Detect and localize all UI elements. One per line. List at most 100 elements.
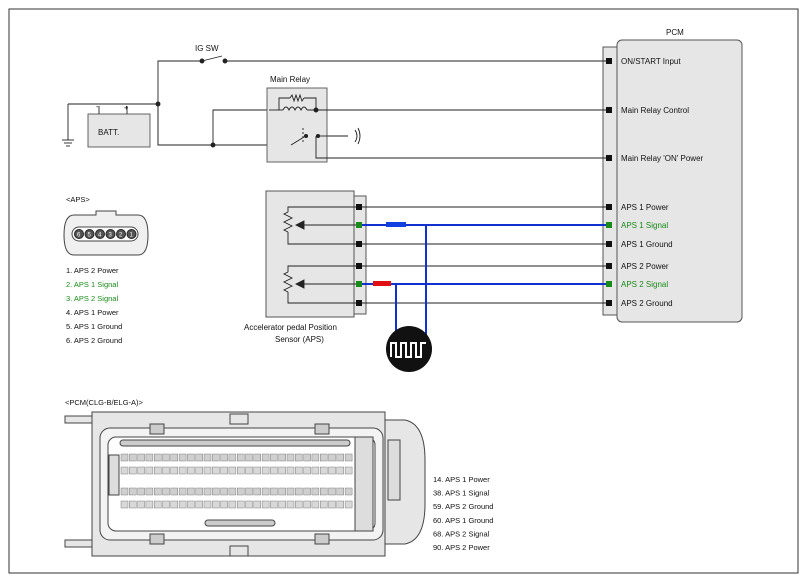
aps2-signal-marker bbox=[373, 281, 391, 286]
pcm-connector-pin bbox=[344, 453, 353, 462]
aps-connector-pin bbox=[74, 229, 84, 239]
pcm-connector-pin bbox=[145, 500, 154, 509]
pcm-connector-pin bbox=[187, 487, 195, 496]
pcm-connector-pin bbox=[328, 466, 336, 475]
pcm-pin-terminal bbox=[606, 107, 612, 113]
pcm-pin-terminal bbox=[606, 222, 612, 228]
pcm-connector-pin bbox=[336, 466, 344, 475]
battery-minus: - bbox=[96, 102, 99, 111]
pcm-box bbox=[616, 39, 743, 323]
aps-legend-item: 1. APS 2 Power bbox=[66, 266, 119, 275]
pcm-legend-item: 14. APS 1 Power bbox=[433, 475, 490, 484]
pcm-connector-pin bbox=[261, 487, 270, 496]
pcm-connector-title: <PCM(CLG-B/ELG-A)> bbox=[65, 398, 144, 407]
pcm-connector-pin bbox=[328, 500, 336, 509]
pcm-connector-pin bbox=[286, 466, 295, 475]
pcm-pin-label: APS 2 Ground bbox=[621, 299, 673, 308]
pcm-connector-pin bbox=[228, 453, 237, 462]
pcm-connector-pin bbox=[162, 466, 170, 475]
pcm-connector-pin bbox=[137, 453, 145, 462]
pcm-connector-pin bbox=[170, 466, 179, 475]
pcm-connector-pin bbox=[212, 487, 220, 496]
pcm-pin-terminal bbox=[606, 155, 612, 161]
pcm-connector-pin bbox=[270, 500, 278, 509]
pcm-connector-pin bbox=[212, 466, 220, 475]
pcm-legend-item: 59. APS 2 Ground bbox=[433, 502, 493, 511]
pcm-connector-pin bbox=[236, 466, 245, 475]
pcm-connector-pin bbox=[129, 500, 137, 509]
pcm-connector-pin bbox=[286, 487, 295, 496]
pcm-legend-item: 68. APS 2 Signal bbox=[433, 529, 490, 538]
aps-legend-item: 5. APS 1 Ground bbox=[66, 322, 122, 331]
pcm-pin-terminal bbox=[606, 204, 612, 210]
aps-connector-pin-number: 4 bbox=[98, 233, 102, 239]
pcm-connector-pin bbox=[153, 466, 162, 475]
aps-legend-item: 6. APS 2 Ground bbox=[66, 336, 122, 345]
pcm-connector-pin bbox=[253, 453, 262, 462]
aps-pin-terminal bbox=[356, 300, 362, 306]
pcm-legend-item: 38. APS 1 Signal bbox=[433, 489, 490, 498]
pcm-connector-pin bbox=[261, 453, 270, 462]
battery-plus: + bbox=[124, 103, 129, 112]
pcm-connector-pin bbox=[120, 466, 129, 475]
pcm-connector-pin bbox=[129, 453, 137, 462]
pcm-connector-pin bbox=[220, 453, 228, 462]
pcm-connector-pin bbox=[245, 500, 253, 509]
pcm-connector-pin bbox=[295, 487, 303, 496]
pcm-connector-pin bbox=[270, 453, 278, 462]
pcm-connector-pin bbox=[311, 453, 320, 462]
aps-legend-item: 4. APS 1 Power bbox=[66, 308, 119, 317]
pcm-connector-pin bbox=[236, 500, 245, 509]
pcm-connector-pin bbox=[320, 487, 328, 496]
aps-sensor-label-1: Accelerator pedal Position bbox=[244, 323, 337, 332]
aps-connector-pin bbox=[95, 229, 105, 239]
pcm-connector-pin bbox=[153, 487, 162, 496]
pcm-pin-terminal bbox=[606, 300, 612, 306]
pcm-connector-pin bbox=[153, 500, 162, 509]
pcm-pin-terminal bbox=[606, 281, 612, 287]
pcm-connector-pin bbox=[320, 453, 328, 462]
pcm-pin-label: ON/START Input bbox=[621, 57, 681, 66]
pcm-connector-pin bbox=[270, 466, 278, 475]
aps-connector-pin-number: 5 bbox=[88, 233, 92, 239]
pcm-connector-pin bbox=[220, 500, 228, 509]
pcm-connector-pin bbox=[170, 500, 179, 509]
pcm-connector-pin bbox=[236, 487, 245, 496]
aps-pin-terminal bbox=[356, 204, 362, 210]
pcm-connector-pin bbox=[270, 487, 278, 496]
pcm-connector-pin bbox=[203, 466, 212, 475]
pcm-connector-pin bbox=[228, 500, 237, 509]
pcm-connector-pin bbox=[129, 466, 137, 475]
aps-connector-pin-number: 3 bbox=[109, 233, 113, 239]
pcm-connector-pin bbox=[336, 453, 344, 462]
aps-legend-item: 3. APS 2 Signal bbox=[66, 294, 118, 303]
pcm-connector-pin bbox=[344, 487, 353, 496]
main-relay-label: Main Relay bbox=[270, 75, 310, 84]
frame bbox=[8, 8, 799, 574]
pcm-connector-pin bbox=[286, 500, 295, 509]
pcm-connector-pin bbox=[178, 466, 187, 475]
pcm-connector-pin bbox=[178, 500, 187, 509]
pcm-connector-pin bbox=[286, 453, 295, 462]
pcm-connector-pin bbox=[203, 487, 212, 496]
oscilloscope-waveform-icon bbox=[386, 326, 432, 372]
pcm-connector-pin bbox=[195, 487, 203, 496]
pcm-connector-pin bbox=[145, 487, 154, 496]
pcm-connector-pin bbox=[245, 466, 253, 475]
pcm-pin-terminal bbox=[606, 58, 612, 64]
pcm-connector-pin bbox=[153, 453, 162, 462]
pcm-connector-pin bbox=[195, 500, 203, 509]
signal-wires bbox=[362, 224, 606, 336]
pcm-connector-pin bbox=[245, 453, 253, 462]
aps-legend-item: 2. APS 1 Signal bbox=[66, 280, 118, 289]
power-circuit bbox=[62, 55, 606, 163]
pcm-connector-pin bbox=[336, 500, 344, 509]
pcm-connector-pin bbox=[137, 487, 145, 496]
pcm-connector-pin bbox=[178, 487, 187, 496]
pcm-connector-pin bbox=[203, 453, 212, 462]
pcm-legend-item: 60. APS 1 Ground bbox=[433, 516, 493, 525]
pcm-connector-pin bbox=[195, 466, 203, 475]
pcm-connector-strip bbox=[602, 46, 618, 316]
